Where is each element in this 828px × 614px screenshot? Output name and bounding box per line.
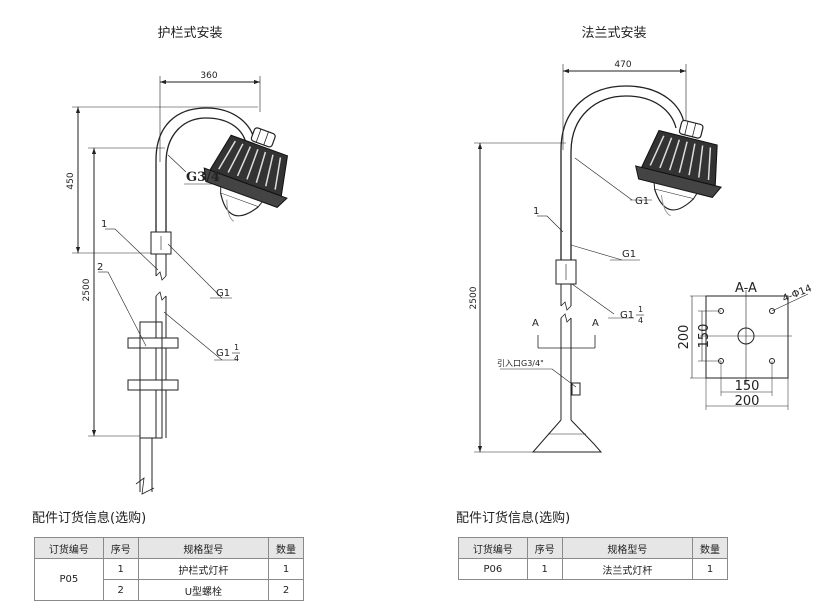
column-header: 数量: [692, 537, 728, 559]
order-code: P05: [34, 558, 104, 601]
dim-2500-label: 2500: [82, 278, 92, 301]
section-marker-a-right: A: [592, 318, 599, 329]
bolt-hole: [769, 308, 775, 314]
column-header: 数量: [268, 537, 304, 559]
guardrail-mount-drawing: [72, 76, 261, 495]
right-label-g1-mid: G1: [622, 249, 636, 260]
dim-2500-right-label: 2500: [469, 286, 479, 309]
qty-cell: 1: [692, 558, 728, 580]
order-table-left: 订货编号 序号 规格型号 数量 P05 1 护栏式灯杆 1 2 U型螺栓 2: [34, 537, 304, 601]
cable-inlet: [571, 382, 581, 396]
u-bolt-clamp-upper: [127, 337, 179, 349]
qty-cell: 1: [268, 558, 304, 580]
hole-spec-label: 4-Φ14: [781, 283, 813, 305]
section-marker-a-left: A: [532, 318, 539, 329]
right-callout-1: 1: [533, 206, 539, 217]
right-frac-num: 1: [638, 305, 643, 314]
left-callout-1: 1: [101, 219, 107, 230]
column-header: 订货编号: [34, 537, 104, 559]
column-header: 规格型号: [137, 537, 270, 559]
left-label-g1-quarter: G1: [216, 348, 230, 359]
order-code: P06: [458, 558, 528, 580]
left-title: 护栏式安装: [157, 26, 222, 41]
spec-cell: 法兰式灯杆: [561, 558, 694, 580]
flange-plate: [705, 295, 789, 379]
seq-cell: 2: [102, 579, 139, 601]
table-row: P06 1 法兰式灯杆 1: [458, 558, 728, 580]
u-bolt-clamp-lower: [127, 379, 179, 391]
order-title-left: 配件订货信息(选购): [32, 511, 147, 526]
right-label-g1-top: G1: [635, 196, 649, 207]
section-title: A-A: [735, 281, 757, 296]
curved-arm-right: [560, 85, 685, 260]
right-label-g1-quarter: G1: [620, 310, 634, 321]
section-dim-150-vertical: 150: [697, 324, 712, 349]
lamp-right: [625, 110, 736, 227]
section-a-a-drawing: [690, 290, 809, 410]
right-title: 法兰式安装: [581, 26, 646, 41]
center-hole: [737, 327, 755, 345]
left-callout-2: 2: [97, 262, 103, 273]
dim-360-label: 360: [200, 71, 217, 81]
table-header-row: 订货编号 序号 规格型号 数量: [458, 537, 728, 559]
section-dim-150-horizontal: 150: [735, 379, 760, 394]
qty-cell: 2: [268, 579, 304, 601]
left-frac-den: 4: [234, 354, 239, 363]
flange-base: [531, 419, 603, 453]
section-dim-200-vertical: 200: [677, 325, 692, 350]
curved-arm: [155, 107, 255, 232]
seq-cell: 1: [526, 558, 563, 580]
table-row: P05 1 护栏式灯杆 1: [34, 558, 304, 601]
thread-label-g34: G3/4: [186, 170, 220, 185]
spec-cell: U型螺栓: [137, 579, 270, 601]
left-label-g1: G1: [216, 288, 230, 299]
dim-470-label: 470: [614, 60, 631, 70]
column-header: 订货编号: [458, 537, 528, 559]
right-frac-den: 4: [638, 316, 643, 325]
column-header: 序号: [526, 537, 563, 559]
seq-cell: 1: [102, 558, 139, 580]
flange-mount-drawing: [474, 64, 687, 453]
order-table-right: 订货编号 序号 规格型号 数量 P06 1 法兰式灯杆 1: [458, 537, 728, 580]
order-title-right: 配件订货信息(选购): [456, 511, 571, 526]
guardrail-post: [139, 321, 163, 439]
section-dim-200-horizontal: 200: [735, 394, 760, 409]
table-header-row: 订货编号 序号 规格型号 数量: [34, 537, 304, 559]
inlet-label: 引入口G3/4": [497, 359, 544, 368]
column-header: 序号: [102, 537, 139, 559]
table-row: 2 U型螺栓 2: [35, 579, 304, 601]
left-frac-num: 1: [234, 343, 239, 352]
column-header: 规格型号: [561, 537, 694, 559]
dim-450-label: 450: [66, 172, 76, 189]
spec-cell: 护栏式灯杆: [137, 558, 270, 580]
